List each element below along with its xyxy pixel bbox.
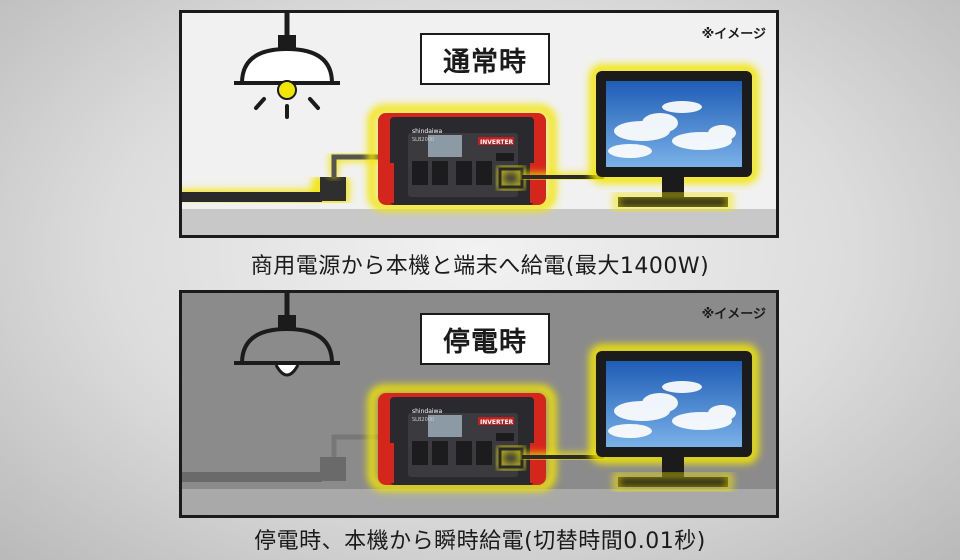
floor — [182, 489, 776, 515]
device-brand-text: shindaiwa — [412, 408, 442, 415]
pendant-lamp-icon — [234, 293, 340, 377]
panel-power-outage: shindaiwa SLB2000 INVERTER — [179, 290, 779, 518]
portable-power-station-icon: shindaiwa SLB2000 INVERTER — [368, 105, 556, 211]
normal-scene-illustration: shindaiwa SLB2000 INVERTER — [182, 13, 776, 235]
mode-label-normal: 通常時 — [420, 33, 550, 85]
outage-scene-illustration: shindaiwa SLB2000 INVERTER — [182, 293, 776, 515]
floor — [182, 209, 776, 235]
portable-power-station-icon: shindaiwa SLB2000 INVERTER — [368, 385, 556, 491]
image-note-normal: ※イメージ — [701, 27, 766, 42]
monitor-icon — [589, 344, 759, 491]
device-model-text: SLB2000 — [412, 137, 434, 143]
pendant-lamp-icon — [234, 13, 340, 119]
device-inverter-label: INVERTER — [480, 419, 514, 426]
monitor-icon — [589, 64, 759, 211]
caption-normal: 商用電源から本機と端末へ給電(最大1400W) — [250, 254, 710, 279]
power-cord-icon — [182, 434, 382, 482]
caption-outage: 停電時、本機から瞬時給電(切替時間0.01秒) — [254, 529, 706, 554]
mode-label-outage: 停電時 — [420, 313, 550, 365]
device-model-text: SLB2000 — [412, 417, 434, 423]
device-brand-text: shindaiwa — [412, 128, 442, 135]
image-note-outage: ※イメージ — [701, 307, 766, 322]
panel-normal-operation: shindaiwa SLB2000 INVERTER — [179, 10, 779, 238]
device-inverter-label: INVERTER — [480, 139, 514, 146]
light-rays — [254, 97, 320, 119]
power-cord-icon — [182, 153, 382, 204]
